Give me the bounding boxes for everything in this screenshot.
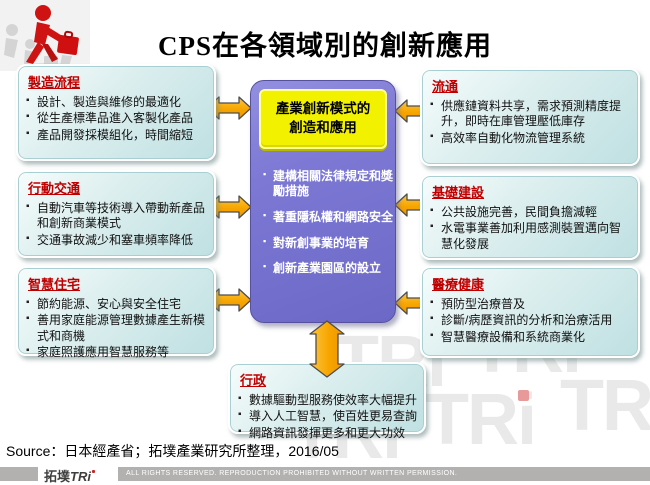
bullet-item: 水電事業善加利用感測裝置邁向智慧化發展 (430, 221, 632, 252)
panel-title: 流通 (432, 79, 459, 94)
rights-statement: ALL RIGHTS RESERVED. REPRODUCTION PROHIB… (118, 467, 650, 481)
bullet-item: 從生產標準品進入客製化產品 (26, 111, 208, 126)
panel-healthcare: 醫療健康 預防型治療普及 診斷/病歷資訊的分析和治療活用 智慧醫療設備和系統商業… (420, 266, 640, 358)
bullet-item: 預防型治療普及 (430, 297, 632, 312)
bullet-item: 公共設施完善，民間負擔減輕 (430, 205, 632, 220)
bullet-item: 善用家庭能源管理數據產生新模式和商機 (26, 313, 208, 344)
bullet-list: 設計、製造與維修的最適化 從生產標準品進入客製化產品 產品開發採模組化，時間縮短 (26, 95, 208, 143)
innovation-header-line1: 產業創新模式的 (275, 101, 371, 116)
bullet-item: 智慧醫療設備和系統商業化 (430, 330, 632, 345)
bullet-item: 供應鏈資料共享，需求預測精度提升，即時在庫管理壓低庫存 (430, 99, 632, 130)
bullet-list: 自動汽車等技術導入帶動新產品和創新商業模式 交通事故減少和塞車頻率降低 (26, 201, 208, 248)
people-briefcase-illustration (0, 0, 90, 71)
bullet-list: 節約能源、安心與安全住宅 善用家庭能源管理數據產生新模式和商機 家庭照護應用智慧… (26, 297, 208, 360)
bullet-item: 數據驅動型服務使效率大幅提升 (238, 393, 418, 408)
panel-manufacturing: 製造流程 設計、製造與維修的最適化 從生產標準品進入客製化產品 產品開發採模組化… (16, 64, 216, 161)
bullet-item: 家庭照護應用智慧服務等 (26, 345, 208, 360)
panel-distribution: 流通 供應鏈資料共享，需求預測精度提升，即時在庫管理壓低庫存 高效率自動化物流管… (420, 68, 640, 166)
topology-logo: 拓墣TRi (44, 466, 95, 484)
bullet-item: 診斷/病歷資訊的分析和治療活用 (430, 313, 632, 328)
double-arrow-vertical-icon (309, 320, 345, 378)
footer-left-block (0, 467, 38, 481)
bullet-list: 公共設施完善，民間負擔減輕 水電事業善加利用感測裝置邁向智慧化發展 (430, 205, 632, 252)
bullet-list: 預防型治療普及 診斷/病歷資訊的分析和治療活用 智慧醫療設備和系統商業化 (430, 297, 632, 345)
bullet-list: 供應鏈資料共享，需求預測精度提升，即時在庫管理壓低庫存 高效率自動化物流管理系統 (430, 99, 632, 146)
bullet-list: 數據驅動型服務使效率大幅提升 導入人工智慧，使百姓更易查詢 網路資訊發揮更多和更… (238, 393, 418, 441)
panel-title: 基礎建設 (432, 185, 485, 200)
bullet-item: 節約能源、安心與安全住宅 (26, 297, 208, 312)
bullet-list: 建構相關法律規定和獎勵措施 著重隱私權和網路安全 對新創事業的培育 創新產業園區… (251, 157, 395, 277)
bullet-item: 網路資訊發揮更多和更大功效 (238, 426, 418, 441)
panel-title: 製造流程 (28, 75, 81, 90)
panel-title: 醫療健康 (432, 277, 485, 292)
topology-logo-cn: 拓墣 (44, 469, 71, 484)
bullet-item: 自動汽車等技術導入帶動新產品和創新商業模式 (26, 201, 208, 232)
watermark-red-dot-icon (517, 390, 529, 401)
panel-title: 行動交通 (28, 181, 81, 196)
innovation-header: 產業創新模式的 創造和應用 (259, 89, 387, 149)
tri-watermark-tile: TRi (560, 366, 650, 446)
page-title: CPS在各領域別的創新應用 (157, 31, 492, 61)
tri-watermark-tile: TRi (425, 380, 537, 460)
bullet-item: 著重隱私權和網路安全 (263, 210, 393, 226)
bullet-item: 產品開發採模組化，時間縮短 (26, 128, 208, 143)
bullet-item: 創新產業園區的設立 (263, 261, 393, 277)
panel-title: 行政 (240, 373, 267, 388)
footer-bar: 拓墣TRi ALL RIGHTS RESERVED. REPRODUCTION … (0, 466, 650, 484)
bullet-item: 高效率自動化物流管理系統 (430, 131, 632, 146)
bullet-item: 對新創事業的培育 (263, 236, 393, 252)
panel-innovation-core: 產業創新模式的 創造和應用 建構相關法律規定和獎勵措施 著重隱私權和網路安全 對… (250, 80, 396, 323)
panel-smart-home: 智慧住宅 節約能源、安心與安全住宅 善用家庭能源管理數據產生新模式和商機 家庭照… (16, 266, 216, 359)
panel-infrastructure: 基礎建設 公共設施完善，民間負擔減輕 水電事業善加利用感測裝置邁向智慧化發展 (420, 174, 640, 260)
topology-logo-en: TRi (70, 469, 95, 484)
bullet-item: 交通事故減少和塞車頻率降低 (26, 233, 208, 248)
logo-red-dot-icon (91, 470, 95, 473)
panel-title: 智慧住宅 (28, 277, 81, 292)
bullet-item: 建構相關法律規定和獎勵措施 (263, 169, 393, 200)
bullet-item: 設計、製造與維修的最適化 (26, 95, 208, 110)
panel-mobility: 行動交通 自動汽車等技術導入帶動新產品和創新商業模式 交通事故減少和塞車頻率降低 (16, 170, 216, 258)
innovation-header-line2: 創造和應用 (289, 119, 357, 135)
source-note: Source：日本經產省；拓墣產業研究所整理，2016/05 (6, 443, 339, 459)
bullet-item: 導入人工智慧，使百姓更易查詢 (238, 409, 418, 424)
